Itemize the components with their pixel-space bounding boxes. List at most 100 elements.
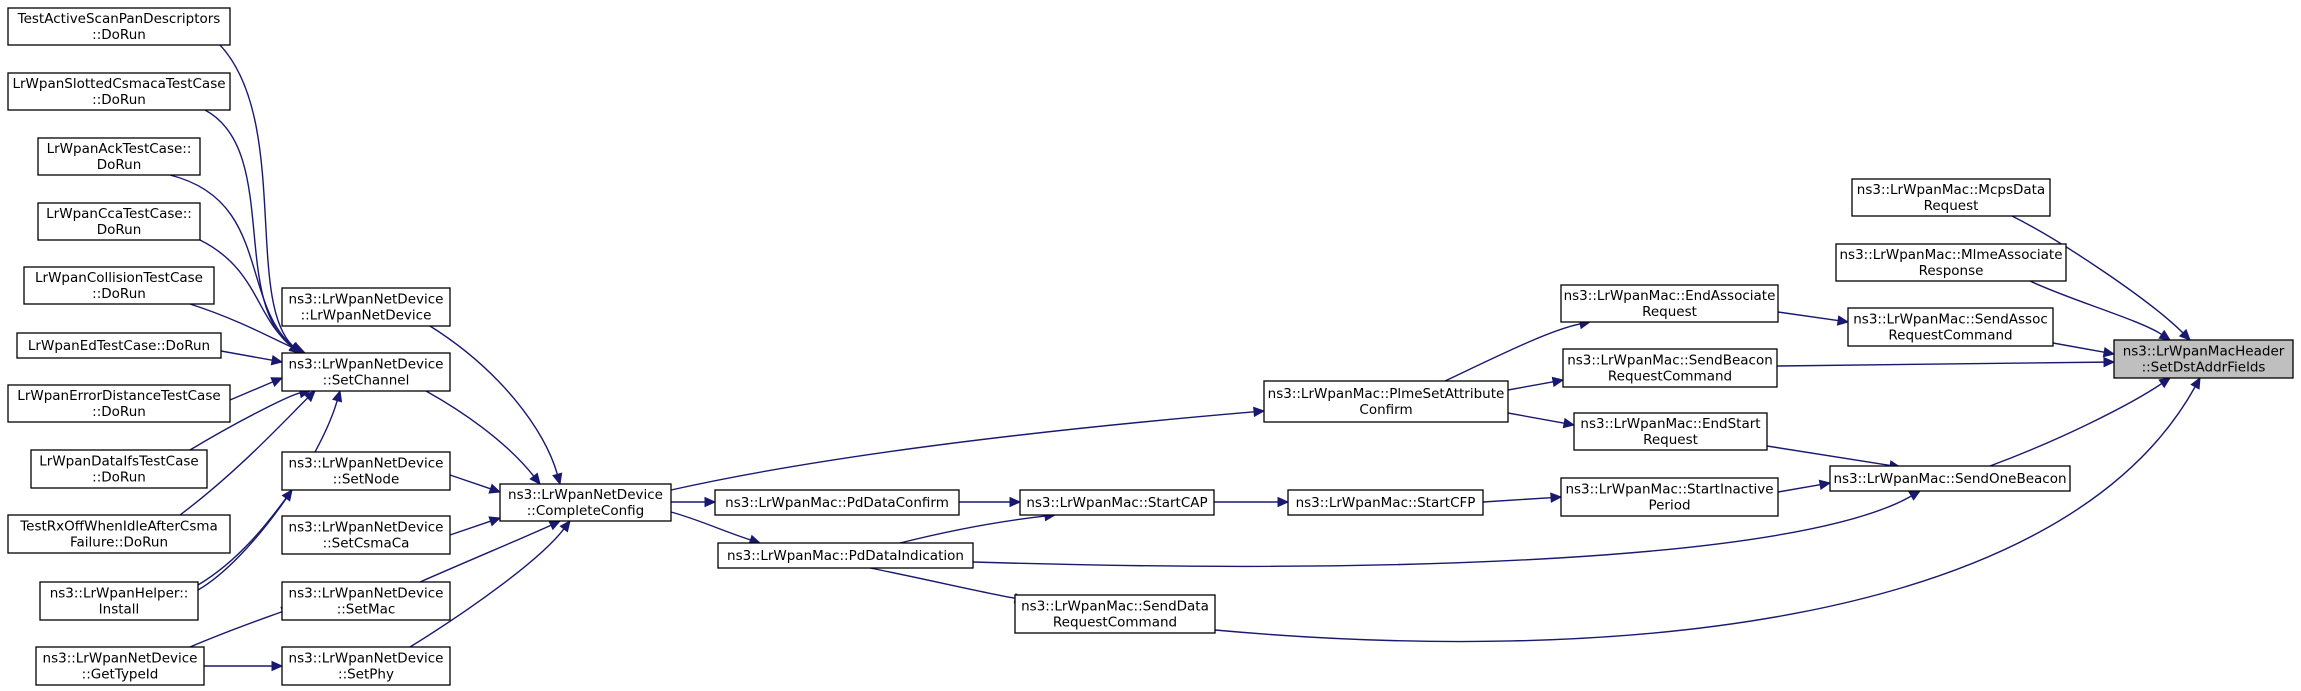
node-label-line: DoRun xyxy=(97,157,142,173)
node-sendone[interactable]: ns3::LrWpanMac::SendOneBeacon xyxy=(1829,465,2071,492)
node-label-line: ns3::LrWpanNetDevice xyxy=(289,520,444,536)
edge-line xyxy=(169,174,293,347)
node-label-line: ns3::LrWpanMac::SendBeacon xyxy=(1567,353,1773,369)
node-setmac[interactable]: ns3::LrWpanNetDevice::SetMac xyxy=(281,581,451,621)
arrowhead xyxy=(303,390,316,403)
arrowhead xyxy=(270,377,284,387)
node-complete[interactable]: ns3::LrWpanNetDevice::CompleteConfig xyxy=(499,483,672,522)
edge-line xyxy=(189,303,297,350)
node-helper[interactable]: ns3::LrWpanHelper::Install xyxy=(39,581,199,621)
edge-line xyxy=(197,497,287,586)
node-t-activescan[interactable]: TestActiveScanPanDescriptors::DoRun xyxy=(7,7,231,46)
node-setnode[interactable]: ns3::LrWpanNetDevice::SetNode xyxy=(281,451,451,491)
edge-t_errdist-to-setchannel xyxy=(229,377,284,401)
edge-t_ed-to-setchannel xyxy=(220,350,284,366)
node-label-line: ns3::LrWpanMac::StartInactive xyxy=(1565,482,1773,498)
node-box xyxy=(39,581,199,621)
node-label-line: ns3::LrWpanMac::SendAssoc xyxy=(1853,312,2048,328)
node-ctor[interactable]: ns3::LrWpanNetDevice::LrWpanNetDevice xyxy=(281,287,451,327)
node-label-line: RequestCommand xyxy=(1053,615,1177,631)
edge-line xyxy=(425,390,535,477)
edge-line xyxy=(1777,311,1839,322)
node-label-line: LrWpanErrorDistanceTestCase xyxy=(17,388,220,404)
node-box xyxy=(281,352,451,392)
arrowhead xyxy=(548,520,562,531)
node-gettypeid[interactable]: ns3::LrWpanNetDevice::GetTypeId xyxy=(35,646,205,686)
edge-line xyxy=(899,515,1046,544)
edge-line xyxy=(189,392,301,451)
node-startcap[interactable]: ns3::LrWpanMac::StartCAP xyxy=(1019,489,1215,516)
node-t-ed[interactable]: LrWpanEdTestCase::DoRun xyxy=(16,332,222,359)
node-label-line: ::LrWpanNetDevice xyxy=(301,308,432,324)
node-setcsmaca[interactable]: ns3::LrWpanNetDevice::SetCsmaCa xyxy=(281,515,451,555)
node-box xyxy=(16,332,222,359)
node-label-line: LrWpanSlottedCsmacaTestCase xyxy=(12,76,225,92)
edge-line xyxy=(429,325,558,475)
node-pdconfirm[interactable]: ns3::LrWpanMac::PdDataConfirm xyxy=(714,489,960,516)
node-label-line: LrWpanDataIfsTestCase xyxy=(39,454,198,470)
node-label-line: Confirm xyxy=(1359,402,1412,418)
edge-layer xyxy=(169,44,2201,672)
arrowhead xyxy=(1562,417,1576,429)
edge-setcsmaca-to-complete xyxy=(449,516,502,536)
node-label-line: Failure::DoRun xyxy=(70,535,168,551)
node-box xyxy=(1014,594,1216,634)
arrowhead xyxy=(2158,329,2172,341)
arrowhead xyxy=(488,516,502,527)
node-box xyxy=(1019,489,1215,516)
node-t-ack[interactable]: LrWpanAckTestCase::DoRun xyxy=(37,137,201,176)
node-box xyxy=(717,542,974,569)
node-pdindication[interactable]: ns3::LrWpanMac::PdDataIndication xyxy=(717,542,974,569)
node-box xyxy=(281,451,451,491)
edge-line xyxy=(189,610,283,648)
node-setphy[interactable]: ns3::LrWpanNetDevice::SetPhy xyxy=(281,646,451,686)
node-box xyxy=(1829,465,2071,492)
edge-line xyxy=(199,239,295,348)
node-box xyxy=(37,137,201,176)
node-box xyxy=(7,384,231,423)
node-box xyxy=(499,483,672,522)
edge-t_rxoff-to-setchannel xyxy=(179,390,316,516)
edge-line xyxy=(670,511,751,541)
edge-startcap-to-startcfp xyxy=(1214,496,1290,508)
node-startcfp[interactable]: ns3::LrWpanMac::StartCFP xyxy=(1287,489,1484,516)
edge-complete-to-pdconfirm xyxy=(671,496,717,508)
edge-mcps-to-target xyxy=(2011,215,2191,341)
node-label-line: LrWpanCcaTestCase:: xyxy=(46,206,192,222)
edge-line xyxy=(1507,412,1565,424)
node-label-line: ::SetNode xyxy=(333,472,400,488)
node-setchannel[interactable]: ns3::LrWpanNetDevice::SetChannel xyxy=(281,352,451,392)
node-t-dataifs[interactable]: LrWpanDataIfsTestCase::DoRun xyxy=(30,449,208,489)
node-box xyxy=(281,515,451,555)
node-box xyxy=(281,287,451,327)
node-label-line: RequestCommand xyxy=(1888,328,2012,344)
node-label-line: ns3::LrWpanMac::EndStart xyxy=(1580,416,1760,432)
node-label-line: ns3::LrWpanHelper:: xyxy=(50,586,189,602)
edge-setphy-to-complete xyxy=(409,520,571,648)
node-label-line: DoRun xyxy=(97,222,142,238)
edge-line xyxy=(220,350,273,361)
node-label-line: ns3::LrWpanMac::PdDataIndication xyxy=(727,548,964,564)
node-t-collision[interactable]: LrWpanCollisionTestCase::DoRun xyxy=(23,266,215,305)
arrowhead xyxy=(332,389,343,403)
node-t-cca[interactable]: LrWpanCcaTestCase::DoRun xyxy=(37,202,201,241)
node-t-errdist[interactable]: LrWpanErrorDistanceTestCase::DoRun xyxy=(7,384,231,423)
node-target[interactable]: ns3::LrWpanMacHeader::SetDstAddrFields xyxy=(2113,339,2294,379)
arrowhead xyxy=(1551,376,1565,388)
arrowhead xyxy=(2158,377,2172,389)
arrowhead xyxy=(488,483,502,494)
edge-line xyxy=(219,44,294,347)
node-t-slotted[interactable]: LrWpanSlottedCsmacaTestCase::DoRun xyxy=(7,72,231,111)
node-label-line: ns3::LrWpanMac::McpsData xyxy=(1857,182,2045,198)
edge-line xyxy=(2029,280,2163,336)
